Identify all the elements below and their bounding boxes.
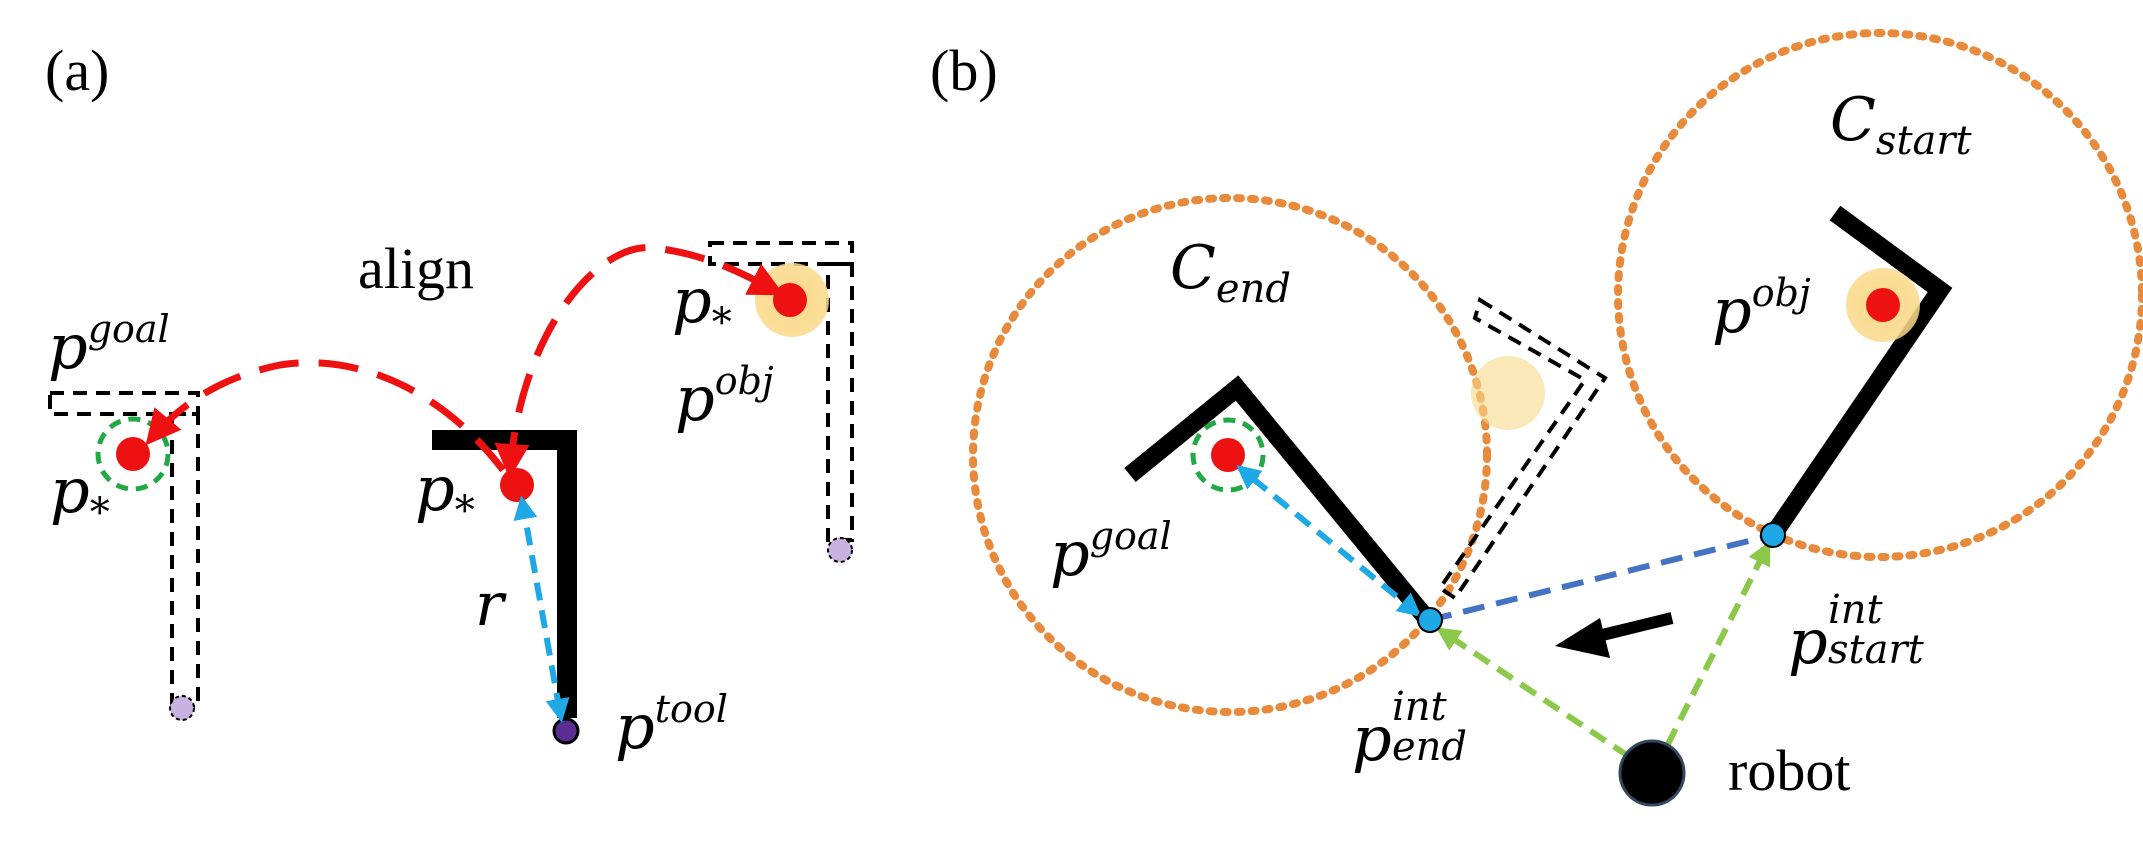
goal-ring-b xyxy=(1190,417,1266,493)
panel-b: (b) xyxy=(930,29,2143,807)
tool-current-tip xyxy=(552,717,580,745)
panel-a: (a) align xyxy=(45,38,854,763)
robot-label: robot xyxy=(1728,738,1850,803)
r-label: r xyxy=(475,570,507,640)
intersection-end-point xyxy=(1417,607,1443,633)
goal-point xyxy=(116,437,150,471)
circle-c-start xyxy=(1614,29,2143,561)
ghost-tool-goal-tip xyxy=(169,695,195,721)
p-tool-label: ptool xyxy=(615,687,728,763)
intersection-start-point xyxy=(1760,522,1786,548)
p-int-end-label: p int end xyxy=(1352,684,1467,775)
ghost-tool-intermediate xyxy=(1437,296,1608,601)
ghost-object-glow xyxy=(1471,356,1545,430)
p-goal-label-b: pgoal xyxy=(1050,514,1172,590)
robot-icon xyxy=(1618,739,1686,807)
c-end-label: Cend xyxy=(1170,233,1291,312)
p-obj-label-a: pobj xyxy=(675,359,774,435)
p-int-start-label: p int start xyxy=(1788,587,1925,678)
goal-point-b xyxy=(1211,438,1245,472)
goal-ring xyxy=(95,416,171,492)
object-point-b xyxy=(1866,288,1900,322)
ghost-tool-object-shaft xyxy=(826,262,854,542)
align-arc-right xyxy=(494,244,785,479)
p-star-right-label: p* xyxy=(672,264,732,346)
robot-to-end-arrow xyxy=(1436,627,1656,775)
c-start-label: Cstart xyxy=(1830,85,1972,164)
ghost-tool-goal xyxy=(48,391,200,721)
offset-vector-b xyxy=(1236,464,1422,618)
motion-arrow-head xyxy=(1555,618,1610,658)
p-int-start-base: p xyxy=(1788,605,1828,678)
tool-start-pose xyxy=(1767,205,1953,538)
panel-a-label: (a) xyxy=(45,38,109,103)
motion-direction-arrow xyxy=(1555,612,1674,658)
ghost-tool-goal-top xyxy=(48,391,200,416)
p-int-start-sup: int xyxy=(1828,587,1884,633)
r-vector-arrow xyxy=(513,495,570,723)
ghost-tool-intermediate-outline xyxy=(1437,296,1608,601)
tool-contact-point xyxy=(500,468,534,502)
p-int-end-sup: int xyxy=(1392,684,1448,730)
circle-c-end xyxy=(969,194,1491,716)
p-goal-label-a: pgoal xyxy=(48,307,170,383)
p-int-end-base: p xyxy=(1352,702,1392,775)
p-obj-label-b: pobj xyxy=(1712,271,1811,347)
panel-b-label: (b) xyxy=(930,38,998,103)
align-arc-left xyxy=(145,359,506,473)
ghost-tool-goal-shaft xyxy=(170,412,200,709)
p-int-start-sub: start xyxy=(1828,627,1925,673)
ghost-tool-object xyxy=(708,241,854,563)
p-star-left-label: p* xyxy=(50,454,110,536)
ghost-tool-object-top xyxy=(708,241,854,266)
p-star-mid-label: p* xyxy=(415,452,475,534)
ghost-tool-object-tip xyxy=(827,537,853,563)
p-int-end-sub: end xyxy=(1392,724,1467,770)
intersection-connector xyxy=(1429,532,1774,623)
align-label: align xyxy=(358,236,474,301)
object-point xyxy=(773,283,807,317)
robot-to-start-arrow xyxy=(1652,540,1771,775)
